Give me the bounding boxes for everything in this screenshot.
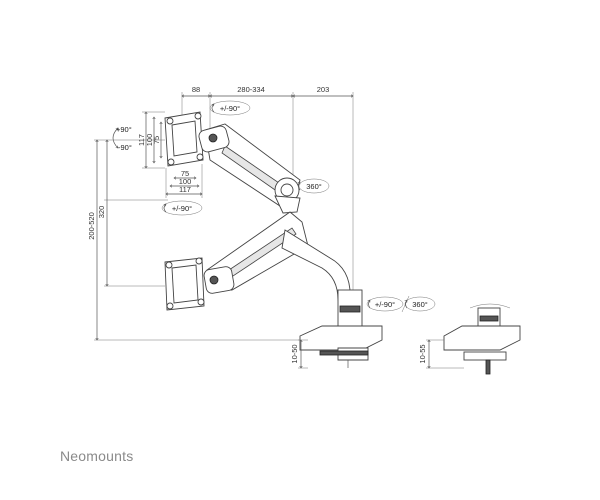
dim-desk-clamp: 10-50 <box>290 344 299 363</box>
rot-tilt-down: -90° <box>118 143 132 152</box>
dim-vesa-w2: 100 <box>179 177 192 186</box>
dim-height-320: 320 <box>97 206 106 219</box>
dim-height-range: 200-520 <box>87 212 96 240</box>
vesa-horizontal-dimensions: 75 100 117 <box>166 164 202 198</box>
lower-vesa-plate <box>164 257 205 311</box>
rot-joint: 360° <box>306 182 322 191</box>
upper-arm-raised <box>198 123 301 214</box>
rot-swivel-base: +/-90° <box>375 300 395 309</box>
grommet-mount-detail <box>443 303 521 375</box>
rot-base: 360° <box>412 300 428 309</box>
swivel-top-indicator: +/-90° <box>209 100 251 116</box>
rot-swivel-top: +/-90° <box>220 104 240 113</box>
swivel-vesa-indicator: +/-90° <box>161 200 203 216</box>
rot-swivel-vesa: +/-90° <box>172 204 192 213</box>
upper-vesa-plate <box>164 111 204 167</box>
dim-top-right: 203 <box>317 85 330 94</box>
dim-desk-grommet: 10-55 <box>418 344 427 363</box>
dim-vesa-w3: 117 <box>179 185 191 194</box>
dim-vesa-w1: 75 <box>181 169 189 178</box>
dim-top-mid: 280-334 <box>237 85 265 94</box>
grommet-thickness-dimension: 10-55 <box>418 340 464 368</box>
lower-arm <box>203 211 351 301</box>
dim-top-left: 88 <box>192 85 200 94</box>
rotate-joint-indicator: 360° <box>299 178 330 194</box>
base-rotation-indicators: +/-90° 360° <box>366 295 436 313</box>
clamp-thickness-dimension: 10-50 <box>290 340 308 368</box>
top-dimensions: 88 280-334 203 <box>182 85 353 300</box>
brand-logo-text: Neomounts <box>60 448 134 464</box>
rot-tilt-up: +90° <box>116 125 132 134</box>
tilt-indicator: +90° -90° <box>112 125 132 152</box>
pole-and-clamp <box>299 289 383 368</box>
height-dimensions: 200-520 320 <box>87 140 300 340</box>
